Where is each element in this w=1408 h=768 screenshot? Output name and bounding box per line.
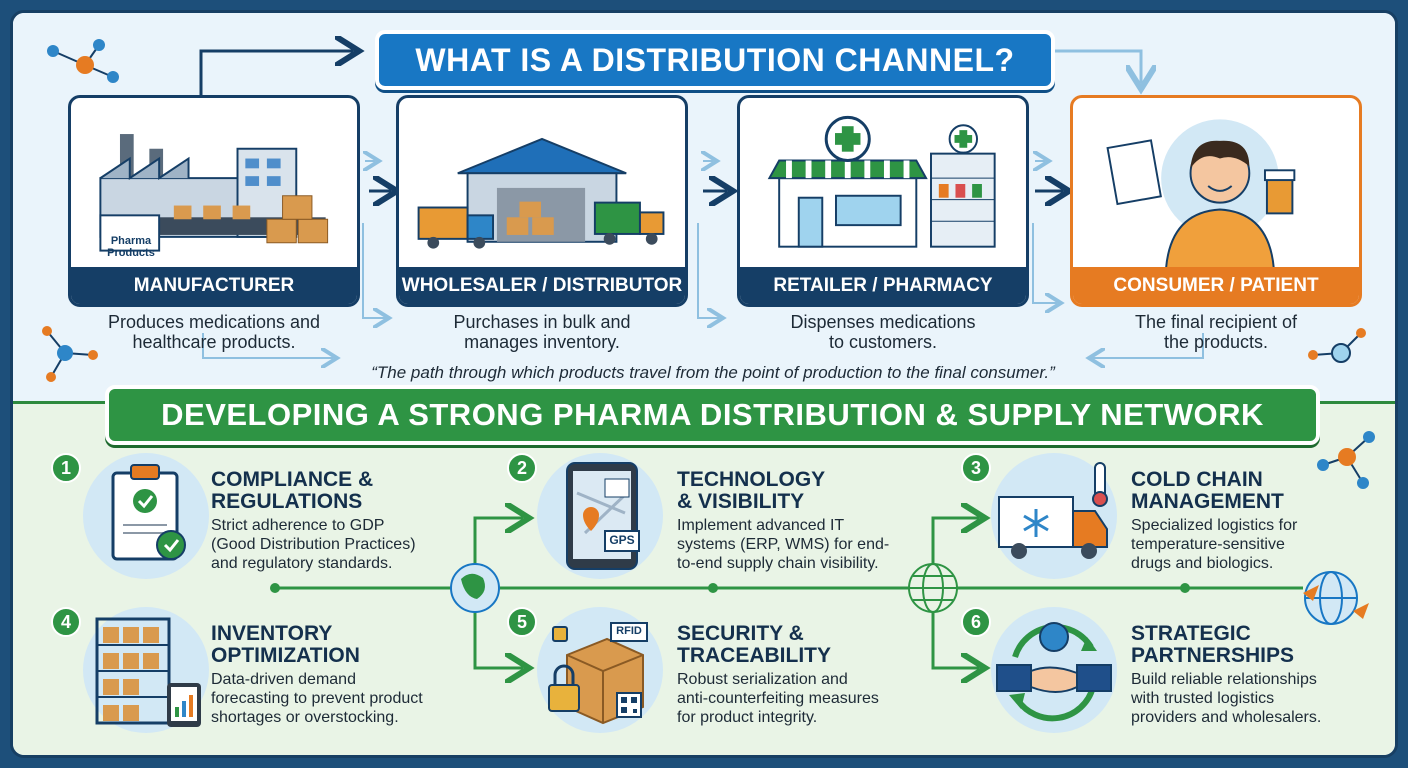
feature-description-line: Strict adherence to GDP [211, 517, 385, 534]
feature-title-line: & VISIBILITY [677, 490, 805, 513]
feature-description-line: to-end supply chain visibility. [677, 555, 879, 572]
feature-number: 5 [507, 607, 537, 637]
feature-description: Strict adherence to GDP (Good Distributi… [211, 516, 416, 573]
feature-title-line: TRACEABILITY [677, 644, 831, 667]
handshake-icon [991, 607, 1117, 733]
feature-title-line: SECURITY & [677, 622, 804, 645]
stage-description: Produces medications and healthcare prod… [68, 312, 360, 352]
feature-title: TECHNOLOGY & VISIBILITY [677, 469, 825, 513]
warehouse-icon [417, 137, 665, 249]
gps-tablet-icon: GPS [537, 453, 663, 579]
rfid-label: RFID [616, 625, 642, 637]
feature-description: Specialized logistics for temperature-se… [1131, 516, 1297, 573]
feature-number: 4 [51, 607, 81, 637]
feature-title-line: COMPLIANCE & [211, 468, 374, 491]
stage-label: MANUFACTURER [71, 267, 357, 304]
feature-description-line: Data-driven demand [211, 671, 356, 688]
stage-description-line: healthcare products. [132, 332, 296, 352]
feature-description: Implement advanced IT systems (ERP, WMS)… [677, 516, 889, 573]
feature-title-line: COLD CHAIN [1131, 468, 1263, 491]
feature-title: STRATEGIC PARTNERSHIPS [1131, 623, 1294, 667]
infographic-frame: WHAT IS A DISTRIBUTION CHANNEL? Pharma P… [10, 10, 1398, 758]
cold-chain-truck-icon [991, 453, 1117, 579]
stage-consumer: CONSUMER / PATIENT [1070, 95, 1362, 307]
secure-package-icon: RFID [537, 607, 663, 733]
feature-description-line: Specialized logistics for [1131, 517, 1298, 534]
stage-description: Dispenses medications to customers. [737, 312, 1029, 352]
stage-label: WHOLESALER / DISTRIBUTOR [399, 267, 685, 304]
feature-title-line: TECHNOLOGY [677, 468, 826, 491]
stage-wholesaler: WHOLESALER / DISTRIBUTOR [396, 95, 688, 307]
stage-description-line: Produces medications and [107, 312, 321, 332]
stage-description-line: to customers. [828, 332, 938, 352]
stage-description: The final recipient of the products. [1070, 312, 1362, 352]
feature-number: 2 [507, 453, 537, 483]
pharma-box-line2: Products [107, 247, 155, 259]
stage-retailer: RETAILER / PHARMACY [737, 95, 1029, 307]
feature-description-line: shortages or overstocking. [211, 709, 399, 726]
flow-arrows [42, 13, 1375, 755]
feature-description: Robust serialization and anti-counterfei… [677, 670, 879, 727]
stage-description-line: Purchases in bulk and [453, 312, 631, 332]
feature-description-line: providers and wholesalers. [1131, 709, 1322, 726]
feature-title-line: MANAGEMENT [1131, 490, 1284, 513]
feature-title-line: REGULATIONS [211, 490, 363, 513]
feature-description-line: Robust serialization and [677, 671, 848, 688]
feature-title-line: PARTNERSHIPS [1131, 644, 1294, 667]
stage-description: Purchases in bulk and manages inventory. [396, 312, 688, 352]
feature-title-line: STRATEGIC [1131, 622, 1251, 645]
feature-title: SECURITY & TRACEABILITY [677, 623, 831, 667]
stage-description-line: The final recipient of [1134, 312, 1298, 332]
inventory-shelves-icon [83, 607, 209, 733]
feature-description-line: temperature-sensitive [1131, 536, 1285, 553]
main-title: WHAT IS A DISTRIBUTION CHANNEL? [375, 30, 1055, 90]
stage-label: RETAILER / PHARMACY [740, 267, 1026, 304]
feature-title: COMPLIANCE & REGULATIONS [211, 469, 373, 513]
stage-description-line: Dispenses medications [790, 312, 976, 332]
pharmacy-icon [767, 115, 996, 248]
feature-description-line: systems (ERP, WMS) for end- [677, 536, 890, 553]
pharma-box-line1: Pharma [110, 235, 152, 247]
feature-number: 6 [961, 607, 991, 637]
stage-manufacturer: Pharma Products MANUFACTURER [68, 95, 360, 307]
feature-number: 3 [961, 453, 991, 483]
feature-description: Build reliable relationships with truste… [1131, 670, 1321, 727]
feature-description-line: (Good Distribution Practices) [211, 536, 416, 553]
factory-icon [99, 134, 329, 252]
gps-label: GPS [609, 533, 635, 547]
compliance-icon [83, 453, 209, 579]
feature-title: COLD CHAIN MANAGEMENT [1131, 469, 1284, 513]
feature-description-line: with trusted logistics [1131, 690, 1275, 707]
feature-description: Data-driven demand forecasting to preven… [211, 670, 423, 727]
feature-description-line: Build reliable relationships [1131, 671, 1317, 688]
definition-quote: “The path through which products travel … [371, 363, 1055, 382]
section-title: DEVELOPING A STRONG PHARMA DISTRIBUTION … [105, 385, 1320, 445]
feature-description-line: for product integrity. [677, 709, 818, 726]
feature-title-line: INVENTORY [211, 622, 333, 645]
feature-description-line: anti-counterfeiting measures [677, 690, 879, 707]
patient-icon [1106, 119, 1296, 270]
supply-network-section [13, 403, 1395, 755]
feature-number: 1 [51, 453, 81, 483]
stage-description-line: manages inventory. [464, 332, 620, 352]
stage-label: CONSUMER / PATIENT [1073, 267, 1359, 304]
stage-description-line: the products. [1163, 332, 1269, 352]
feature-description-line: forecasting to prevent product [211, 690, 423, 707]
feature-description-line: drugs and biologics. [1131, 555, 1274, 572]
feature-title-line: OPTIMIZATION [211, 644, 360, 667]
feature-description-line: Implement advanced IT [677, 517, 845, 534]
feature-title: INVENTORY OPTIMIZATION [211, 623, 360, 667]
feature-description-line: and regulatory standards. [211, 555, 393, 572]
